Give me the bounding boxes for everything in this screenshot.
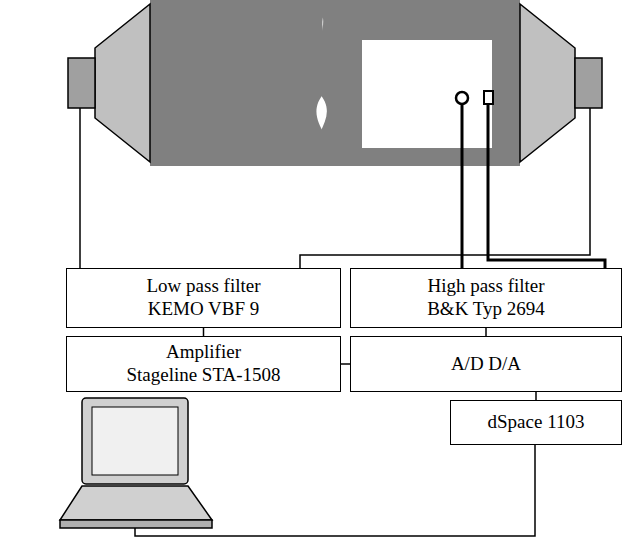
laptop-display [92, 407, 178, 475]
box-label: Low pass filter [147, 275, 261, 298]
box-label: High pass filter [427, 275, 544, 298]
laptop-keyboard [60, 486, 212, 520]
duct [150, 0, 334, 166]
process-box: dSpace 1103 [450, 400, 622, 445]
speaker-magnet [575, 58, 602, 108]
connector [203, 328, 205, 336]
speaker-cone [520, 4, 575, 162]
box-label: KEMO VBF 9 [148, 298, 260, 321]
process-box: AmplifierStageline STA-1508 [66, 336, 341, 392]
process-box: Low pass filterKEMO VBF 9 [66, 268, 341, 328]
process-box: High pass filterB&K Typ 2694 [350, 268, 622, 328]
measurement-region [362, 40, 492, 148]
connector [341, 363, 350, 365]
connector [535, 392, 537, 400]
wire [461, 104, 464, 268]
wire [488, 104, 605, 268]
box-label: B&K Typ 2694 [427, 298, 545, 321]
box-label: dSpace 1103 [488, 411, 585, 434]
sensor [484, 91, 493, 104]
box-label: A/D D/A [451, 353, 521, 376]
laptop-screen [82, 398, 188, 484]
wire [79, 108, 81, 268]
speaker-cone [95, 4, 150, 162]
laptop [60, 398, 212, 528]
laptop-base [60, 520, 212, 528]
speaker-magnet [68, 58, 95, 108]
microphone [456, 92, 468, 104]
box-label: Amplifier [166, 341, 241, 364]
wire [300, 108, 590, 268]
process-box: A/D D/A [350, 336, 622, 392]
connector [485, 328, 487, 336]
box-label: Stageline STA-1508 [126, 364, 280, 387]
